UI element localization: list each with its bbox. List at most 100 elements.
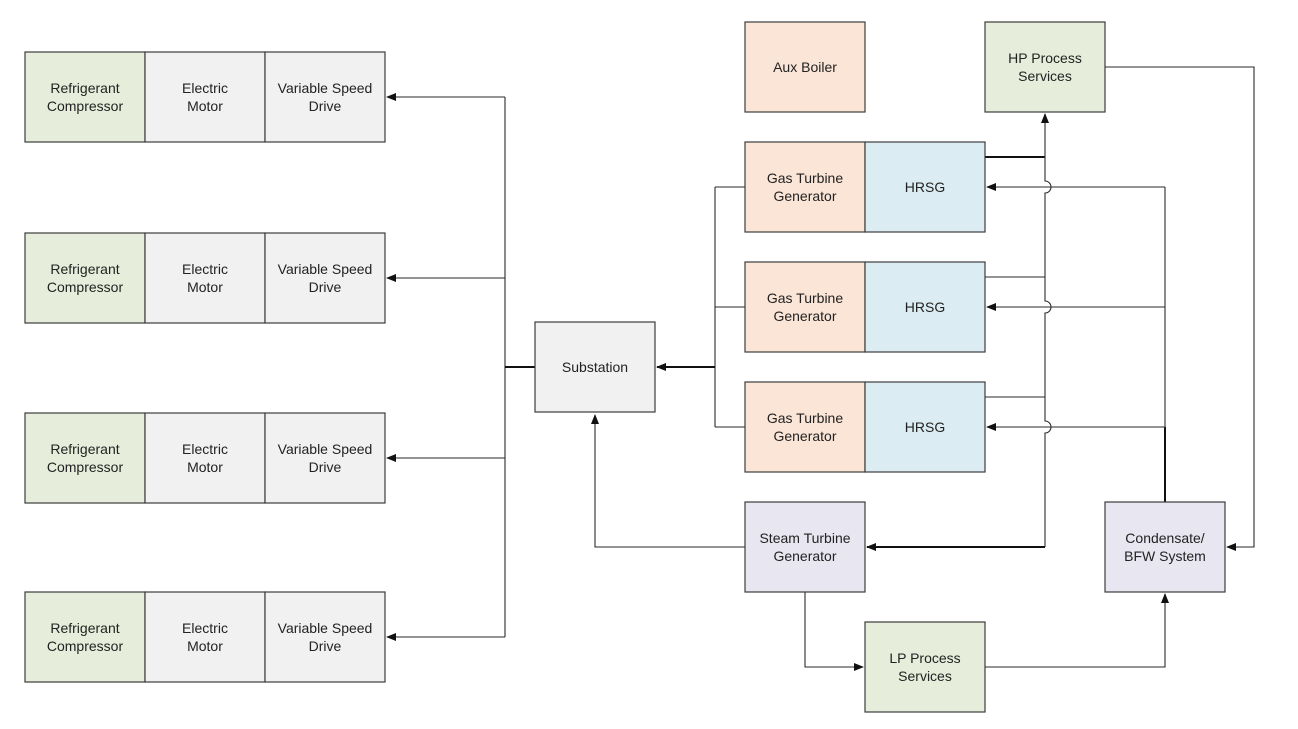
aux-boiler-box [744, 21, 866, 113]
label-line: Gas Turbine [767, 170, 843, 186]
variable-speed-drive-1-box [264, 51, 386, 143]
refrigerant-compressor-4-box [24, 591, 146, 683]
hp-return-arrow [1105, 66, 1255, 551]
label-line: Variable Speed [278, 441, 373, 457]
label-line: Refrigerant [50, 80, 119, 96]
label-line: Motor [187, 98, 223, 114]
label-line: Refrigerant [50, 261, 119, 277]
condensate-bfw-system-box [1104, 501, 1226, 593]
label-line: Motor [187, 638, 223, 654]
label-line: HP Process [1008, 50, 1082, 66]
label-line: Services [1018, 68, 1072, 84]
variable-speed-drive-4-box [264, 591, 386, 683]
hrsg-1-label: HRSG [905, 179, 945, 195]
condensate-bfw-system-label: Condensate/BFW System [1124, 530, 1206, 564]
hrsg-1-box [864, 141, 986, 233]
condensate-bfw-system[interactable]: Condensate/BFW System [1104, 501, 1226, 593]
label-line: Drive [309, 638, 342, 654]
steam-header-line [1044, 157, 1052, 547]
label-line: Drive [309, 279, 342, 295]
variable-speed-drive-2-box [264, 232, 386, 324]
hrsg-2-label: HRSG [905, 299, 945, 315]
label-line: Gas Turbine [767, 290, 843, 306]
connectors [386, 66, 1255, 671]
substation[interactable]: Substation [534, 321, 656, 413]
label-line: Variable Speed [278, 261, 373, 277]
label-line: Electric [182, 441, 228, 457]
hrsg-3-box [864, 381, 986, 473]
label-line: Generator [773, 548, 836, 564]
label-line: Electric [182, 80, 228, 96]
substation-label: Substation [562, 359, 628, 375]
label-line: Compressor [47, 98, 124, 114]
label-line: Drive [309, 98, 342, 114]
hrsg-2[interactable]: HRSG [864, 261, 986, 353]
lp-process-services-box [864, 621, 986, 713]
hrsg-3[interactable]: HRSG [864, 381, 986, 473]
label-line: BFW System [1124, 548, 1206, 564]
label-line: Services [898, 668, 952, 684]
label-line: HRSG [905, 299, 945, 315]
gas-turbine-generator-1-box [744, 141, 866, 233]
gas-turbine-generator-3-box [744, 381, 866, 473]
label-line: Compressor [47, 459, 124, 475]
lp-to-condensate-arrow [985, 593, 1169, 668]
label-line: Motor [187, 459, 223, 475]
label-line: Compressor [47, 638, 124, 654]
label-line: Aux Boiler [773, 59, 837, 75]
label-line: LP Process [889, 650, 960, 666]
label-line: Steam Turbine [759, 530, 850, 546]
gas-turbine-generator-2-box [744, 261, 866, 353]
label-line: HRSG [905, 419, 945, 435]
label-line: Variable Speed [278, 620, 373, 636]
label-line: HRSG [905, 179, 945, 195]
label-line: Compressor [47, 279, 124, 295]
refrigerant-compressor-1-box [24, 51, 146, 143]
label-line: Condensate/ [1125, 530, 1205, 546]
label-line: Variable Speed [278, 80, 373, 96]
electric-motor-2-box [144, 232, 266, 324]
label-line: Electric [182, 261, 228, 277]
aux-boiler-label: Aux Boiler [773, 59, 837, 75]
label-line: Gas Turbine [767, 410, 843, 426]
label-line: Generator [773, 428, 836, 444]
hrsg-1[interactable]: HRSG [864, 141, 986, 233]
aux-boiler[interactable]: Aux Boiler [744, 21, 866, 113]
